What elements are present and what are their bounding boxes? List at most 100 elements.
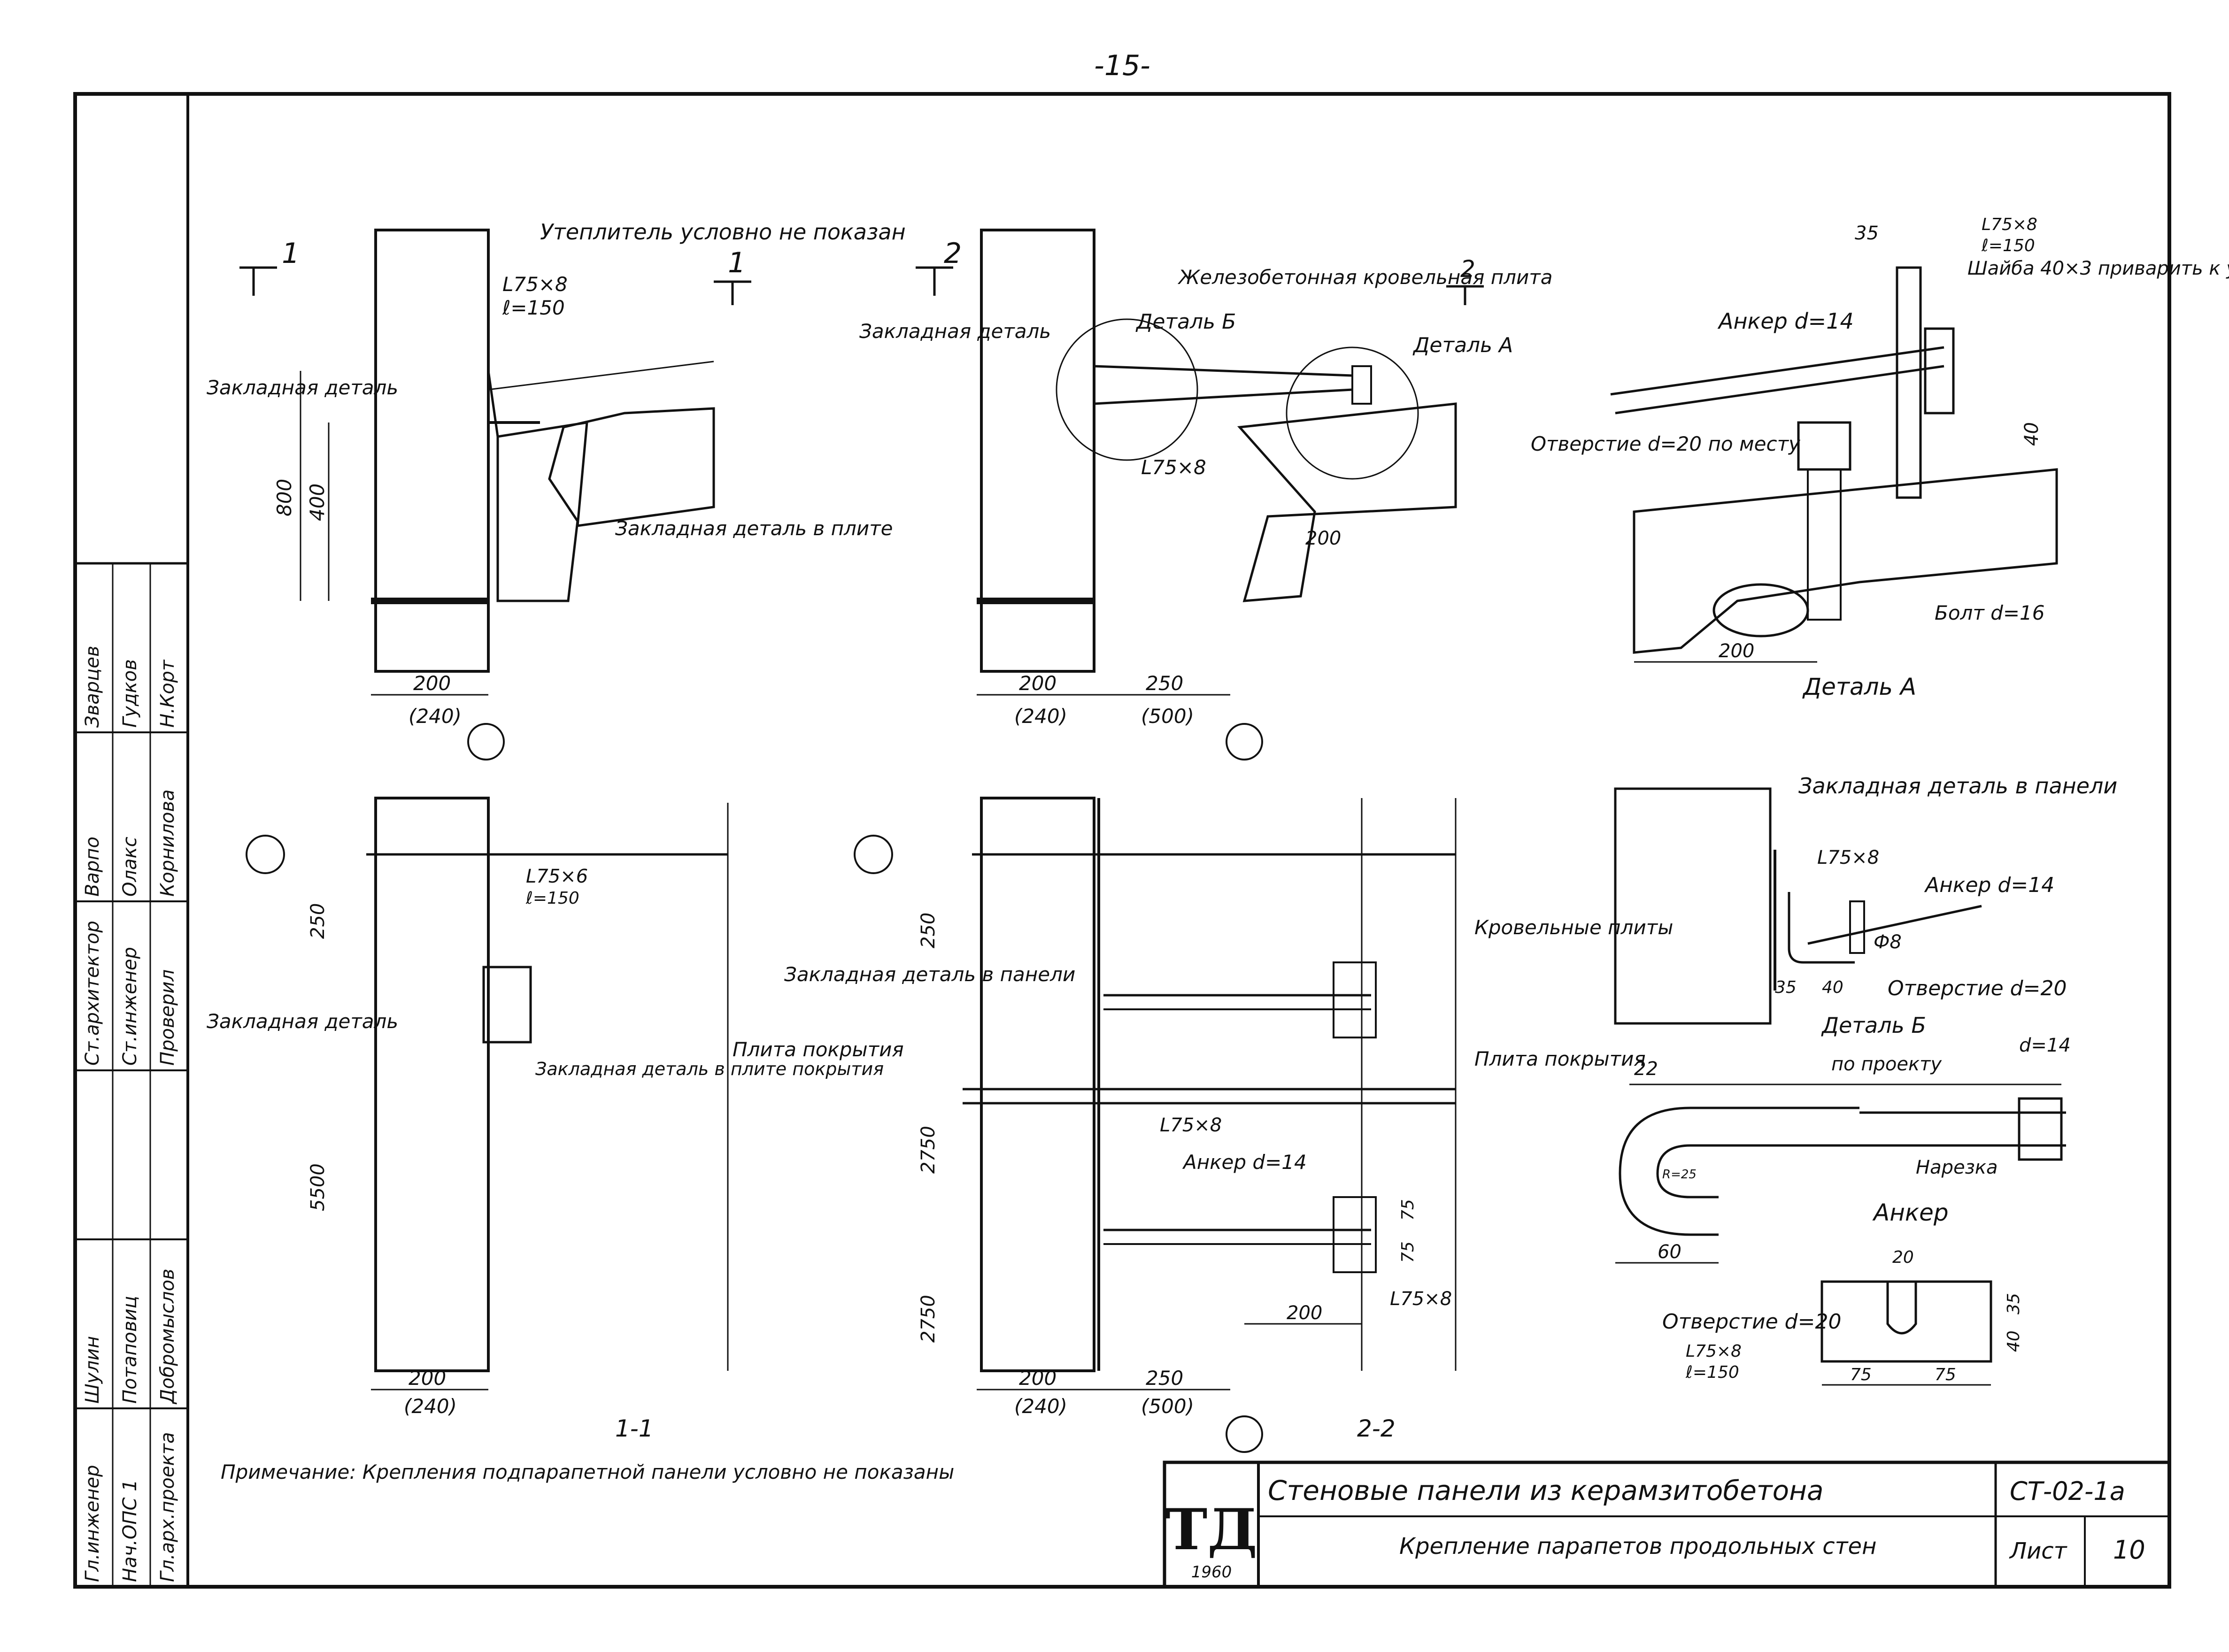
section-mark-2b: 2 <box>1460 255 1475 283</box>
num35: 35 <box>1855 223 1879 244</box>
bolt-a: Болт d=16 <box>1935 601 2044 624</box>
plate-1-1: Плита покрытия <box>733 1038 904 1061</box>
detail-a-view: 35 L75×8 ℓ=150 Шайба 40×3 приварить к уг… <box>1531 215 2229 700</box>
d14: d=14 <box>2019 1035 2071 1056</box>
embedded-label-1: Закладная деталь <box>207 376 398 399</box>
detail-1: 1 1 Утеплитель условно не показан L75×8 … <box>207 219 906 761</box>
phi-b: Ф8 <box>1874 931 1902 953</box>
subtitle: Крепление парапетов продольных стен <box>1399 1533 1876 1560</box>
stamp-c1-1: Нач.ОПС 1 <box>119 1479 141 1582</box>
angle-label-2: L75×8 <box>1141 456 1206 479</box>
section-1-1: L75×6 ℓ=150 250 5500 Закладная деталь За… <box>207 797 904 1442</box>
stamp-c3-2: Проверил <box>157 969 178 1066</box>
roof-slabs: Кровельные плиты <box>1474 916 1673 939</box>
detail-b-view: Закладная деталь в панели L75×8 Анкер d=… <box>1614 773 2117 1038</box>
dim-200-1-1: 200 <box>409 1367 446 1390</box>
stamp-c1-2: Гл.арх.проекта <box>157 1432 178 1582</box>
dim-75b-2-2: 75 <box>1398 1241 1418 1263</box>
embedded-slab-1-1: Закладная деталь в плите покрытия <box>535 1059 884 1079</box>
stamp-c1-0: Гл.инженер <box>82 1465 103 1582</box>
page-number: -15- <box>1094 49 1150 82</box>
stamp-c4-2: Корнилова <box>157 789 178 897</box>
dim-40-a: 40 <box>2021 422 2043 446</box>
dim-20: 20 <box>1892 1248 1914 1267</box>
hole-b: Отверстие d=20 <box>1888 976 2067 1000</box>
anchor-2-2: Анкер d=14 <box>1182 1151 1307 1174</box>
year: 1960 <box>1191 1563 1232 1582</box>
dim-250-1-1: 250 <box>307 903 329 939</box>
dim-5500: 5500 <box>307 1163 329 1211</box>
caption-anchor: Анкер <box>1872 1199 1949 1226</box>
embedded-slab-1: Закладная деталь в плите <box>615 517 893 540</box>
dim-200a-2: 200 <box>1305 528 1341 549</box>
sheet-frame <box>73 92 2171 1589</box>
side-stamp: Гл.инженер Нач.ОПС 1 Гл.арх.проекта Шули… <box>74 562 189 1588</box>
dim-200-in: 200 <box>1287 1302 1322 1324</box>
angle-2-2: L75×8 <box>1160 1114 1222 1136</box>
plate-2-2: Плита покрытия <box>1474 1047 1646 1070</box>
by-project: по проекту <box>1831 1053 1942 1075</box>
stamp-c4-1: Олакс <box>119 837 141 897</box>
stamp-c2-0: Шулин <box>82 1336 103 1404</box>
dim-22: 22 <box>1634 1058 1658 1080</box>
slab-label: Железобетонная кровельная плита <box>1177 266 1553 289</box>
dim-200-2: 200 <box>1019 672 1057 695</box>
angle-side-2-2: L75×8 <box>1390 1288 1452 1310</box>
dim-400: 400 <box>306 484 329 521</box>
detail-b-ref: Деталь Б <box>1135 310 1236 334</box>
hole-anchor: Отверстие d=20 <box>1662 1310 1841 1334</box>
dim-240-2-2: (240) <box>1014 1395 1067 1418</box>
wall-panel-2 <box>980 229 1095 673</box>
dim-2750b: 2750 <box>918 1295 939 1343</box>
dim-75b-anchor: 75 <box>1935 1365 1956 1384</box>
dim-800: 800 <box>273 479 296 516</box>
sheet-number: 10 <box>2113 1535 2145 1565</box>
dim-35-anchor: 35 <box>2004 1293 2023 1314</box>
dim-200-a: 200 <box>1719 640 1754 662</box>
title: Стеновые панели из керамзитобетона <box>1268 1475 1824 1506</box>
caption-1-1: 1-1 <box>615 1415 654 1442</box>
anchor-view: 22 по проекту d=14 Нарезка R=25 60 Анкер… <box>1615 1035 2071 1386</box>
stamp-c4-0: Варпо <box>82 837 103 897</box>
dim-40-b: 40 <box>1822 978 1843 997</box>
caption-a: Деталь А <box>1802 673 1916 700</box>
angle-length-anchor: ℓ=150 <box>1685 1363 1739 1382</box>
section-mark-1: 1 <box>282 237 300 270</box>
section-mark-2: 2 <box>944 237 962 270</box>
stamp-c3-1: Ст.инженер <box>119 947 141 1066</box>
dim-250-2: 250 <box>1146 672 1183 695</box>
dim-35-b: 35 <box>1775 978 1797 997</box>
angle-length-a: ℓ=150 <box>1981 236 2035 255</box>
embedded-panel-2-2: Закладная деталь в панели <box>784 963 1075 986</box>
dim-2750a: 2750 <box>918 1126 939 1174</box>
stamp-c5-0: Зварцев <box>82 645 103 728</box>
wall-panel-1 <box>374 229 490 673</box>
detail-2: 2 2 Железобетонная кровельная плита Закл… <box>859 229 1553 761</box>
dim-200-1: 200 <box>413 672 451 695</box>
angle-b: L75×8 <box>1817 847 1879 868</box>
washer: Шайба 40×3 приварить к уголку <box>1967 258 2229 279</box>
dim-250-2-2: 250 <box>918 913 939 948</box>
caption-2-2: 2-2 <box>1357 1415 1396 1442</box>
anchor-a: Анкер d=14 <box>1717 308 1854 334</box>
code: СТ-02-1а <box>2010 1476 2125 1506</box>
dim-250b-2-2: 250 <box>1146 1367 1183 1390</box>
dim-75a-anchor: 75 <box>1850 1365 1872 1384</box>
angle-length-1-1: ℓ=150 <box>525 889 579 908</box>
radius: R=25 <box>1662 1168 1697 1182</box>
sheet-label: Лист <box>2009 1538 2068 1564</box>
section-mark-1b: 1 <box>728 246 746 279</box>
logo: ТД <box>1165 1497 1257 1563</box>
dim-40-anchor: 40 <box>2004 1330 2023 1352</box>
stamp-c5-1: Гудков <box>119 659 141 728</box>
angle-a: L75×8 <box>1982 215 2037 234</box>
stamp-c5-2: Н.Корт <box>157 659 178 728</box>
hole-a: Отверстие d=20 по месту <box>1531 432 1801 455</box>
thread: Нарезка <box>1916 1157 1998 1178</box>
detail-a-ref: Деталь А <box>1412 333 1513 357</box>
dim-200-2-2: 200 <box>1019 1367 1057 1390</box>
dim-240-1-1: (240) <box>404 1395 457 1418</box>
dim-500-2-2: (500) <box>1141 1395 1194 1418</box>
note: Примечание: Крепления подпарапетной пане… <box>221 1460 954 1483</box>
